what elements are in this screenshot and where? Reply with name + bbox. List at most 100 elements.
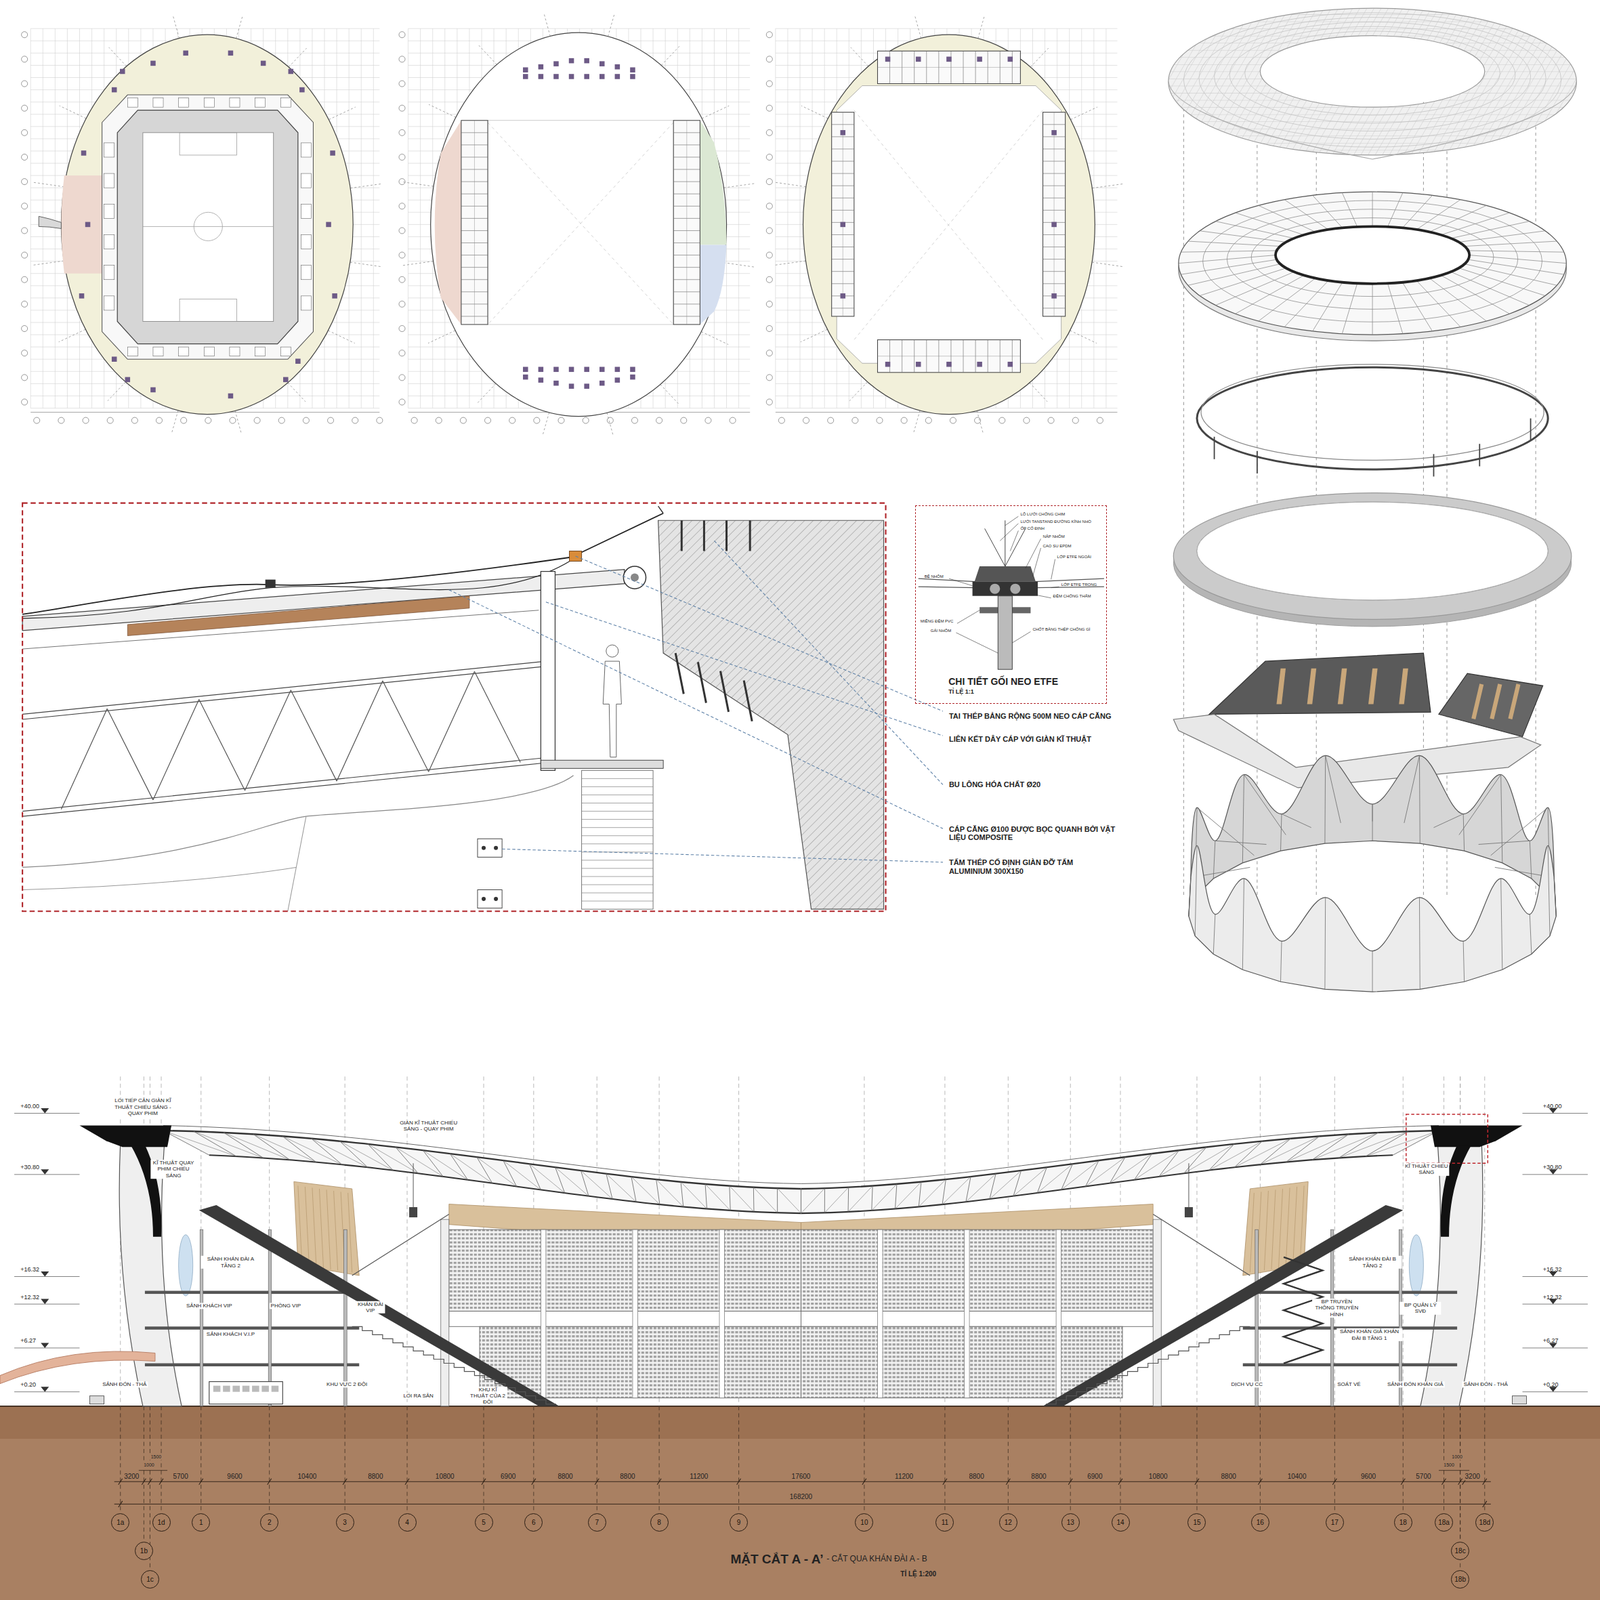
- grid-label: 15: [1192, 1518, 1201, 1527]
- part-label: CAO SU EPDM: [1043, 543, 1072, 549]
- stand-area: [117, 110, 299, 345]
- wave-rib: [1419, 755, 1421, 844]
- level-label: +0.20: [1543, 1381, 1559, 1388]
- wave-strut: [1459, 774, 1502, 835]
- dimension-tick: [737, 1478, 742, 1485]
- level-label: +6.27: [1543, 1337, 1559, 1344]
- grid-bubble: 15: [1187, 1513, 1206, 1532]
- grid-bubble-mark: [558, 417, 565, 424]
- level-label: +12.32: [20, 1293, 40, 1300]
- truss-member: [422, 1150, 444, 1177]
- truss-radial: [1284, 199, 1329, 230]
- dimension-text: 10400: [1286, 1472, 1309, 1481]
- grid-axis: [1070, 1406, 1071, 1513]
- upper-floor-plan: [398, 13, 756, 436]
- room-label: LỐI RA SÂN: [401, 1392, 435, 1399]
- scale-note: TỈ LỆ 1:1: [948, 688, 1100, 696]
- grid-bubble-mark: [876, 417, 883, 424]
- room-divider: [877, 67, 1021, 68]
- cable-tube: [989, 583, 1000, 595]
- room-cell: [300, 203, 311, 219]
- truss-radial: [1450, 221, 1530, 239]
- anchor-bolt: [675, 653, 684, 694]
- level-label: +30.80: [20, 1163, 40, 1171]
- truss-member: [729, 1186, 754, 1212]
- section-leader: [723, 183, 756, 189]
- column-mark: [976, 361, 983, 368]
- grid-bubble-mark: [533, 417, 540, 424]
- room-cell: [104, 173, 115, 188]
- room-cell: [229, 346, 240, 357]
- truss-radial: [1284, 280, 1329, 327]
- truss-member: [449, 1153, 468, 1181]
- truss-radial: [1341, 283, 1357, 334]
- leader-line: [501, 848, 943, 863]
- dimension-tick: [1442, 1478, 1447, 1485]
- grid-label: 12: [1004, 1518, 1013, 1527]
- wave-strut: [1433, 814, 1464, 828]
- grid-bubble-mark: [21, 129, 28, 136]
- room-ring: [102, 94, 314, 360]
- section-leader: [328, 107, 355, 120]
- section-leader: [849, 382, 868, 402]
- grid-bubble-mark: [107, 417, 114, 424]
- grid-bubble-mark: [766, 56, 773, 63]
- truss-member: [705, 1184, 731, 1211]
- grid-bubble-mark: [766, 350, 773, 357]
- floor-slab: [144, 1291, 360, 1295]
- void-outline: [487, 120, 674, 325]
- room-cell: [203, 98, 215, 108]
- leader-line: [1051, 586, 1060, 588]
- dimension-tick: [118, 1478, 123, 1485]
- callout-text: TẤM THÉP CỐ ĐỊNH GIÀN ĐỠ TẤM ALUMINIUM 3…: [949, 858, 1118, 876]
- ring-beam-hole: [1196, 501, 1548, 601]
- platform: [540, 760, 664, 769]
- membrane-edge: [1168, 81, 1577, 160]
- truss-member: [753, 1187, 755, 1212]
- diagonal-guide: [854, 110, 1044, 341]
- truss-member: [367, 1144, 418, 1174]
- section-half-mirror: [801, 1125, 1523, 1407]
- room-divider: [686, 120, 687, 325]
- cable-clamp: [265, 579, 276, 588]
- room-label: KHU KĨ THUẬT CỦA 2 ĐỘI: [468, 1386, 508, 1406]
- grid-bubble-mark: [398, 203, 406, 210]
- column-mark: [299, 87, 305, 93]
- grid-bubble-mark: [278, 417, 285, 424]
- part-label: GÁI NHÔM: [930, 627, 952, 633]
- grid-line: [408, 28, 751, 30]
- section-leader: [801, 105, 828, 119]
- top-floor-plan: [766, 15, 1124, 433]
- section-leader: [608, 14, 616, 37]
- tension-cable: [22, 560, 572, 619]
- room-strip: [877, 340, 1021, 373]
- etfe-anchor-drawing: [918, 516, 1105, 670]
- grid-bubble-mark: [852, 417, 859, 424]
- room-cell: [280, 346, 291, 357]
- stand-strip: [1276, 668, 1286, 705]
- dimension-tick: [1118, 1478, 1123, 1485]
- grid-bubble-mark: [82, 417, 89, 424]
- tension-cable: [22, 513, 664, 615]
- section-leader: [1070, 330, 1097, 344]
- stair-step: [581, 859, 654, 861]
- part-label: ỐP CỐ ĐỊNH: [1020, 526, 1045, 532]
- floor-plans: [21, 13, 1124, 436]
- column-mark: [228, 50, 234, 57]
- grid-label: 18: [1399, 1518, 1407, 1527]
- plan-zone: [699, 245, 727, 325]
- leader-line: [1051, 558, 1056, 580]
- section-leader: [774, 182, 806, 187]
- grid-bubble-mark: [398, 350, 406, 357]
- level-label: +40.00: [1543, 1102, 1563, 1110]
- grid-bubble: 2: [260, 1513, 279, 1532]
- truss-chord: [22, 757, 551, 812]
- grid-bubble: 1c: [140, 1570, 160, 1589]
- grid-bubble-mark: [180, 417, 187, 424]
- grid-bubble: 17: [1325, 1513, 1344, 1532]
- column-mark: [569, 58, 575, 64]
- column-mark: [288, 69, 294, 75]
- grid-bubble-mark: [21, 56, 28, 63]
- room-cell: [104, 265, 115, 280]
